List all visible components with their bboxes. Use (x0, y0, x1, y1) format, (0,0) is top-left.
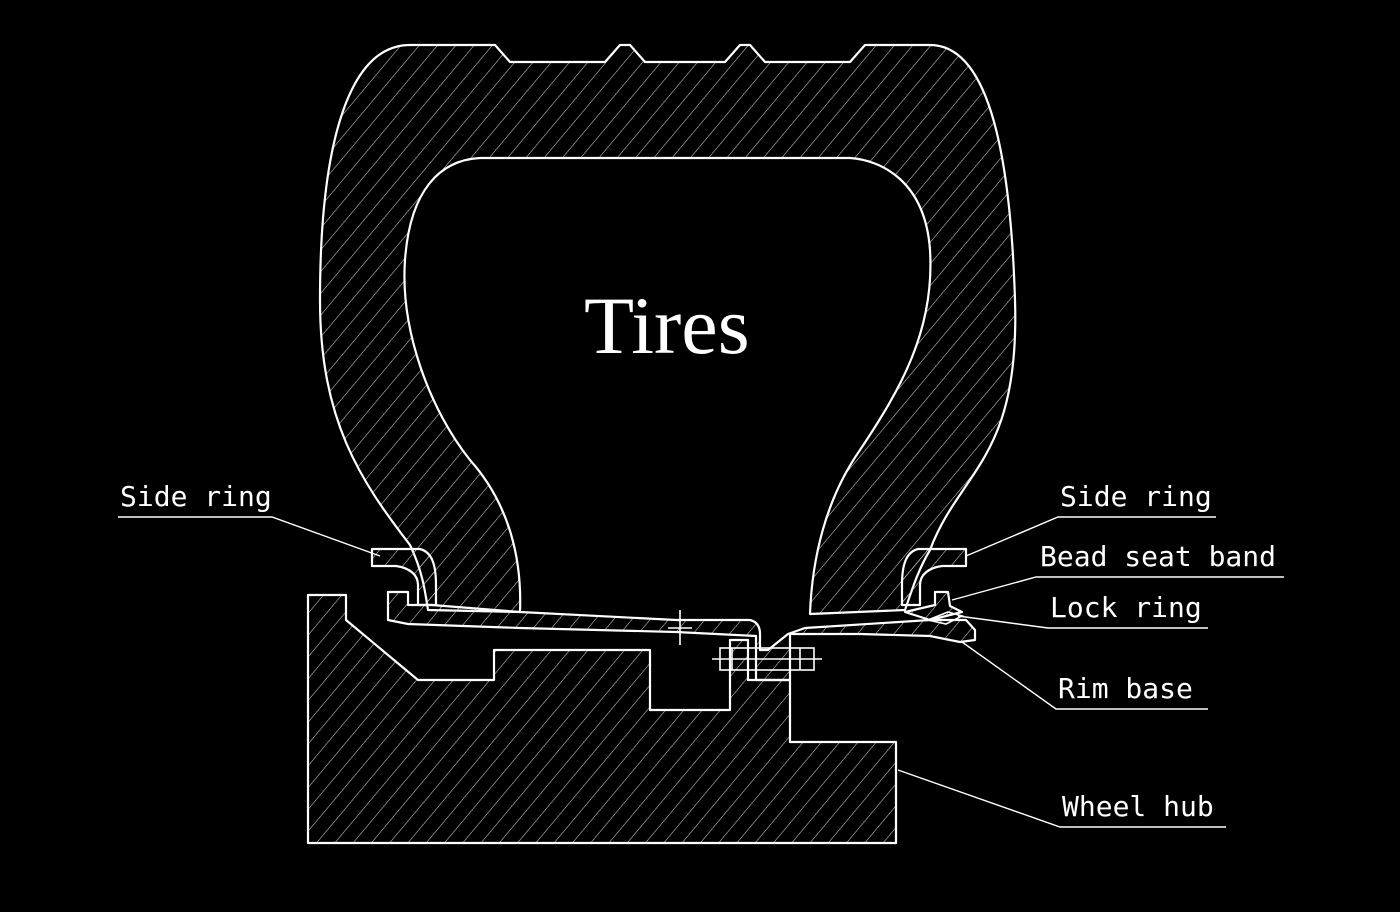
leader-line (897, 769, 1226, 828)
leader-line (957, 615, 1208, 629)
tire-body (318, 43, 1017, 616)
label-bead-seat-band: Bead seat band (951, 540, 1284, 601)
leader-line (951, 576, 1284, 601)
label-text: Bead seat band (1040, 540, 1276, 573)
label-text: Lock ring (1050, 591, 1202, 624)
label-text: Side ring (1060, 480, 1212, 513)
bolt (712, 647, 822, 671)
label-lock-ring: Lock ring (957, 591, 1208, 629)
label-text: Wheel hub (1062, 790, 1214, 823)
label-side-ring-right: Side ring (965, 480, 1216, 557)
label-rim-base: Rim base (961, 641, 1208, 710)
label-text: Rim base (1058, 672, 1193, 705)
label-wheel-hub: Wheel hub (897, 769, 1226, 828)
label-side-ring-left: Side ring (118, 480, 381, 557)
bead-seat-band (903, 590, 964, 622)
leader-line (965, 516, 1216, 557)
leader-line (961, 641, 1208, 710)
leader-line (118, 516, 381, 557)
center-mark (668, 610, 692, 645)
label-text: Side ring (120, 480, 272, 513)
right-side-ring (900, 547, 968, 607)
diagram-title: Tires (584, 280, 750, 371)
wheel-hub (306, 593, 898, 845)
